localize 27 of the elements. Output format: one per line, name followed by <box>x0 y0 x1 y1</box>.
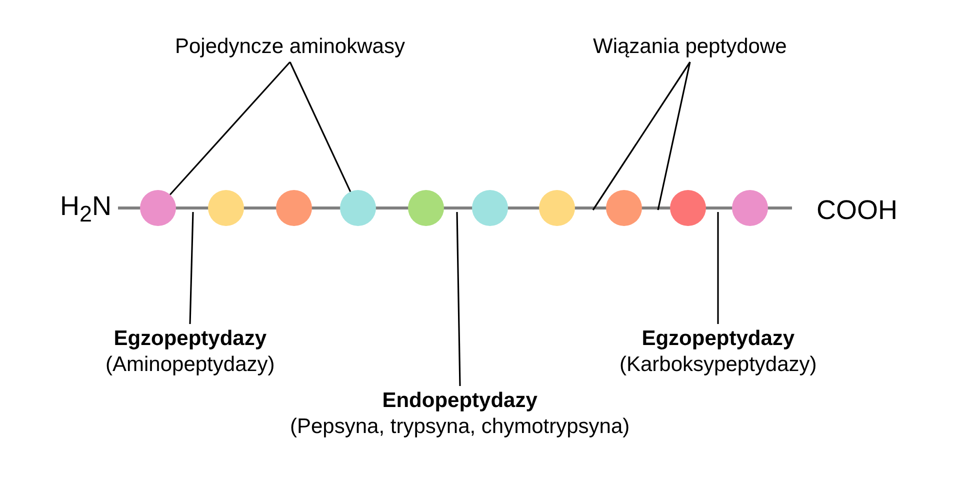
leader-line <box>592 62 691 210</box>
label: Wiązania peptydowe <box>593 34 787 60</box>
amino-acid-circle <box>140 190 176 226</box>
amino-acid-circle <box>340 190 376 226</box>
enzyme-name: Egzopeptydazy <box>112 326 268 352</box>
leader-line <box>456 212 461 386</box>
enzyme-name: Endopeptydazy <box>381 388 538 414</box>
terminus-label: COOH <box>816 197 898 223</box>
label: Pojedyncze aminokwasy <box>175 34 405 60</box>
amino-acid-circle <box>208 190 244 226</box>
amino-acid-circle <box>539 190 575 226</box>
enzyme-examples: (Aminopeptydazy) <box>106 352 275 378</box>
amino-acid-circle <box>472 190 508 226</box>
enzyme-examples: (Pepsyna, trypsyna, chymotrypsyna) <box>290 414 630 440</box>
terminus-label: H$_{2}$N <box>60 193 112 228</box>
amino-acid-circle <box>276 190 312 226</box>
enzyme-name: Egzopeptydazy <box>640 326 796 352</box>
leader-line <box>289 62 352 192</box>
leader-line <box>169 61 291 196</box>
amino-acid-circle <box>670 190 706 226</box>
leader-line <box>657 62 691 210</box>
enzyme-examples: (Karboksypeptydazy) <box>620 352 817 378</box>
leader-line <box>189 212 194 324</box>
amino-acid-circle <box>606 190 642 226</box>
amino-acid-circle <box>732 190 768 226</box>
amino-acid-circle <box>408 190 444 226</box>
leader-line <box>717 212 719 324</box>
